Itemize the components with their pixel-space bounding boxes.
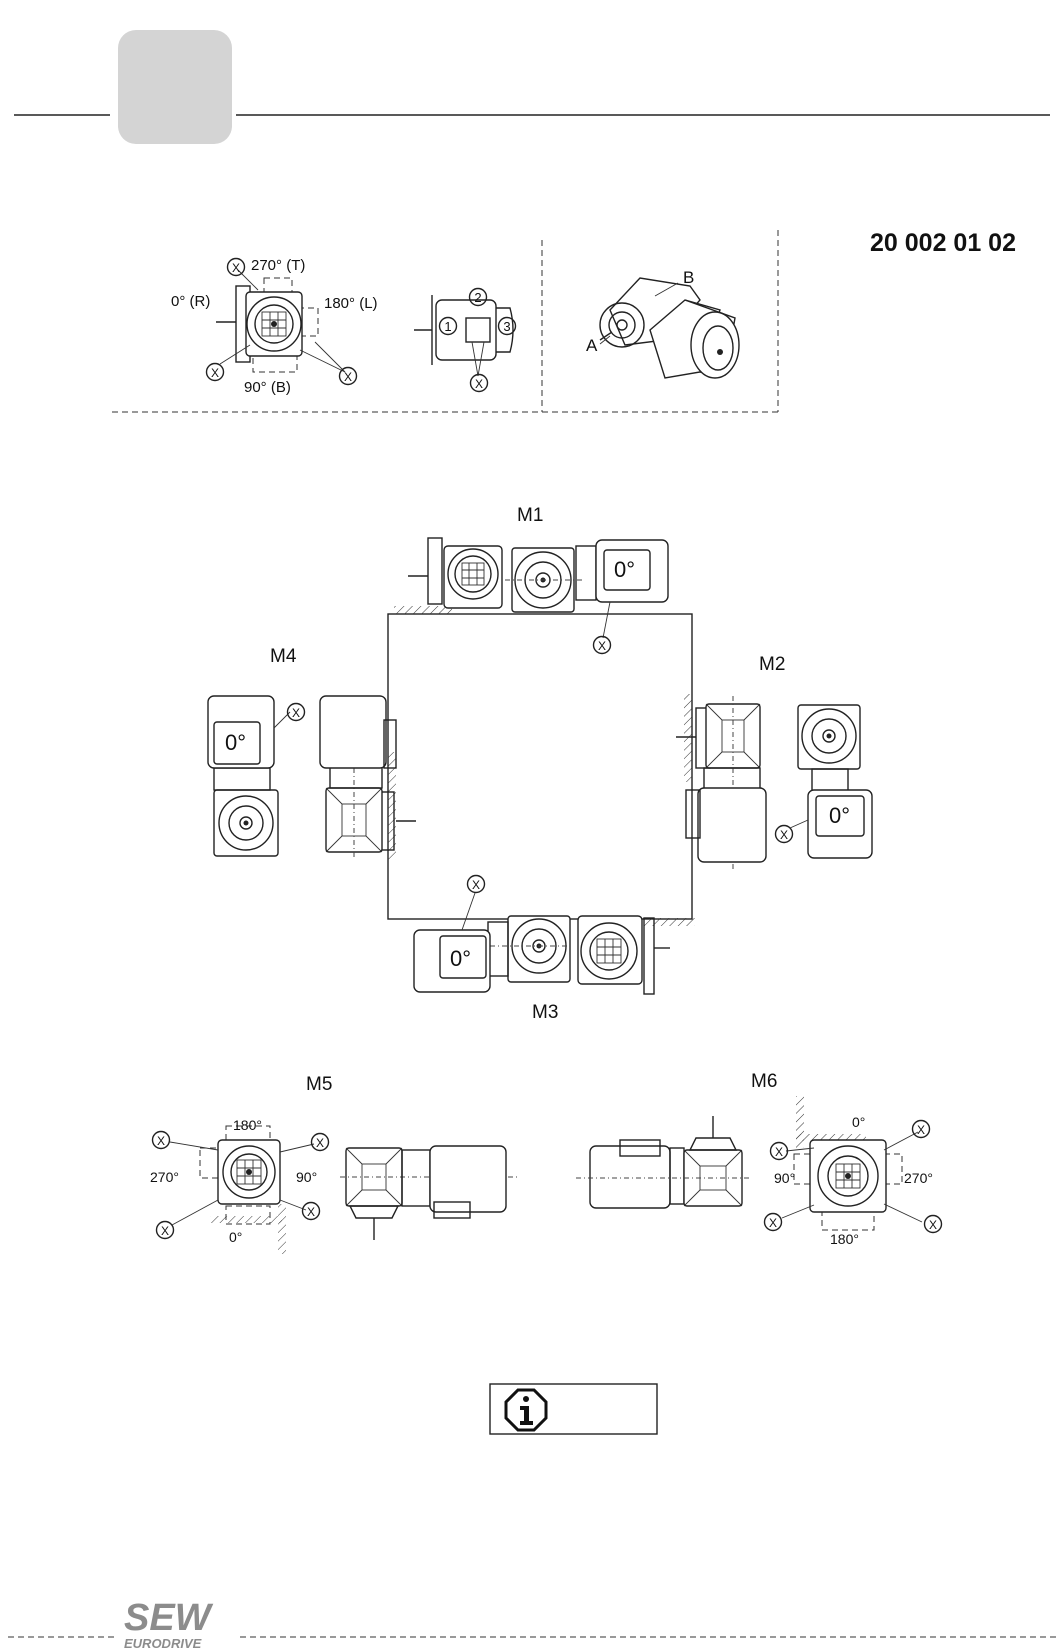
x-marker: X bbox=[592, 635, 612, 655]
svg-text:X: X bbox=[769, 1216, 777, 1230]
chapter-tab bbox=[118, 30, 232, 144]
info-icon bbox=[504, 1388, 548, 1432]
m6-front-view bbox=[781, 1096, 923, 1231]
m2-gear-motor bbox=[676, 694, 873, 870]
m5-angle-90: 90° bbox=[296, 1169, 317, 1185]
x-marker: X bbox=[774, 824, 794, 844]
m2-label: M2 bbox=[759, 654, 785, 675]
svg-text:X: X bbox=[157, 1134, 165, 1148]
m3-motor-angle: 0° bbox=[450, 946, 471, 971]
gear-motor-illustration bbox=[599, 277, 740, 379]
svg-text:X: X bbox=[232, 261, 240, 275]
m6-angle-90: 90° bbox=[774, 1170, 795, 1186]
x-marker: X bbox=[151, 1130, 171, 1150]
m5-front-view bbox=[169, 1125, 315, 1254]
legend-angle-180: 180° (L) bbox=[324, 295, 378, 312]
svg-text:X: X bbox=[211, 366, 219, 380]
position-1-marker: 1 bbox=[438, 316, 458, 336]
svg-text:X: X bbox=[316, 1136, 324, 1150]
m4-label: M4 bbox=[270, 646, 297, 667]
mounting-surface bbox=[387, 613, 693, 920]
m1-motor-angle: 0° bbox=[614, 557, 635, 582]
x-marker: X bbox=[911, 1119, 931, 1139]
legend-angle-90: 90° (B) bbox=[244, 379, 291, 396]
x-marker: X bbox=[310, 1132, 330, 1152]
svg-text:EURODRIVE: EURODRIVE bbox=[124, 1636, 202, 1651]
m2-motor-angle: 0° bbox=[829, 803, 850, 828]
photo-label-a: A bbox=[586, 336, 598, 355]
svg-text:X: X bbox=[929, 1218, 937, 1232]
m5-side-view bbox=[340, 1145, 518, 1240]
svg-text:X: X bbox=[161, 1224, 169, 1238]
x-marker: X bbox=[338, 366, 358, 386]
m5-angle-180: 180° bbox=[233, 1117, 262, 1133]
m3-label: M3 bbox=[532, 1002, 558, 1023]
m5-angle-0: 0° bbox=[229, 1229, 242, 1245]
x-marker: X bbox=[301, 1201, 321, 1221]
x-marker: X bbox=[923, 1214, 943, 1234]
svg-text:X: X bbox=[292, 706, 300, 720]
legend-angle-0: 0° (R) bbox=[171, 293, 210, 310]
m6-angle-0: 0° bbox=[852, 1114, 865, 1130]
photo-label-b: B bbox=[683, 268, 694, 287]
m5-label: M5 bbox=[306, 1074, 332, 1095]
svg-text:X: X bbox=[917, 1123, 925, 1137]
legend-position-diagram bbox=[216, 269, 346, 373]
svg-text:X: X bbox=[775, 1145, 783, 1159]
svg-text:2: 2 bbox=[474, 290, 481, 305]
m5-angle-270: 270° bbox=[150, 1169, 179, 1185]
x-marker: X bbox=[226, 257, 246, 277]
header-area bbox=[14, 30, 1050, 144]
sew-eurodrive-logo: SEW EURODRIVE bbox=[124, 1597, 214, 1651]
svg-text:X: X bbox=[307, 1205, 315, 1219]
svg-text:3: 3 bbox=[503, 319, 510, 334]
info-note-box bbox=[489, 1383, 658, 1435]
catalog-number: 20 002 01 02 bbox=[870, 229, 1016, 257]
legend-frame bbox=[112, 230, 780, 413]
legend-terminal-box-diagram bbox=[414, 295, 514, 377]
position-2-marker: 2 bbox=[468, 287, 488, 307]
x-marker: X bbox=[205, 362, 225, 382]
m1-label: M1 bbox=[517, 505, 543, 526]
svg-text:SEW: SEW bbox=[124, 1597, 214, 1639]
m6-side-view bbox=[576, 1116, 752, 1209]
x-marker: X bbox=[763, 1212, 783, 1232]
svg-text:X: X bbox=[598, 639, 606, 653]
x-marker: X bbox=[155, 1220, 175, 1240]
x-marker: X bbox=[769, 1141, 789, 1161]
m6-label: M6 bbox=[751, 1071, 777, 1092]
m1-gear-motor bbox=[394, 537, 669, 639]
m4-motor-angle: 0° bbox=[225, 730, 246, 755]
m6-angle-270: 270° bbox=[904, 1170, 933, 1186]
svg-text:1: 1 bbox=[444, 319, 451, 334]
svg-text:X: X bbox=[344, 370, 352, 384]
position-3-marker: 3 bbox=[497, 316, 517, 336]
x-marker: X bbox=[469, 373, 489, 393]
m3-gear-motor bbox=[413, 892, 695, 995]
svg-text:X: X bbox=[475, 377, 483, 391]
legend-angle-270: 270° (T) bbox=[251, 257, 305, 274]
x-marker: X bbox=[466, 874, 486, 894]
m6-angle-180: 180° bbox=[830, 1231, 859, 1247]
x-marker: X bbox=[286, 702, 306, 722]
m4-gear-motor bbox=[207, 695, 416, 860]
svg-text:X: X bbox=[472, 878, 480, 892]
svg-text:X: X bbox=[780, 828, 788, 842]
